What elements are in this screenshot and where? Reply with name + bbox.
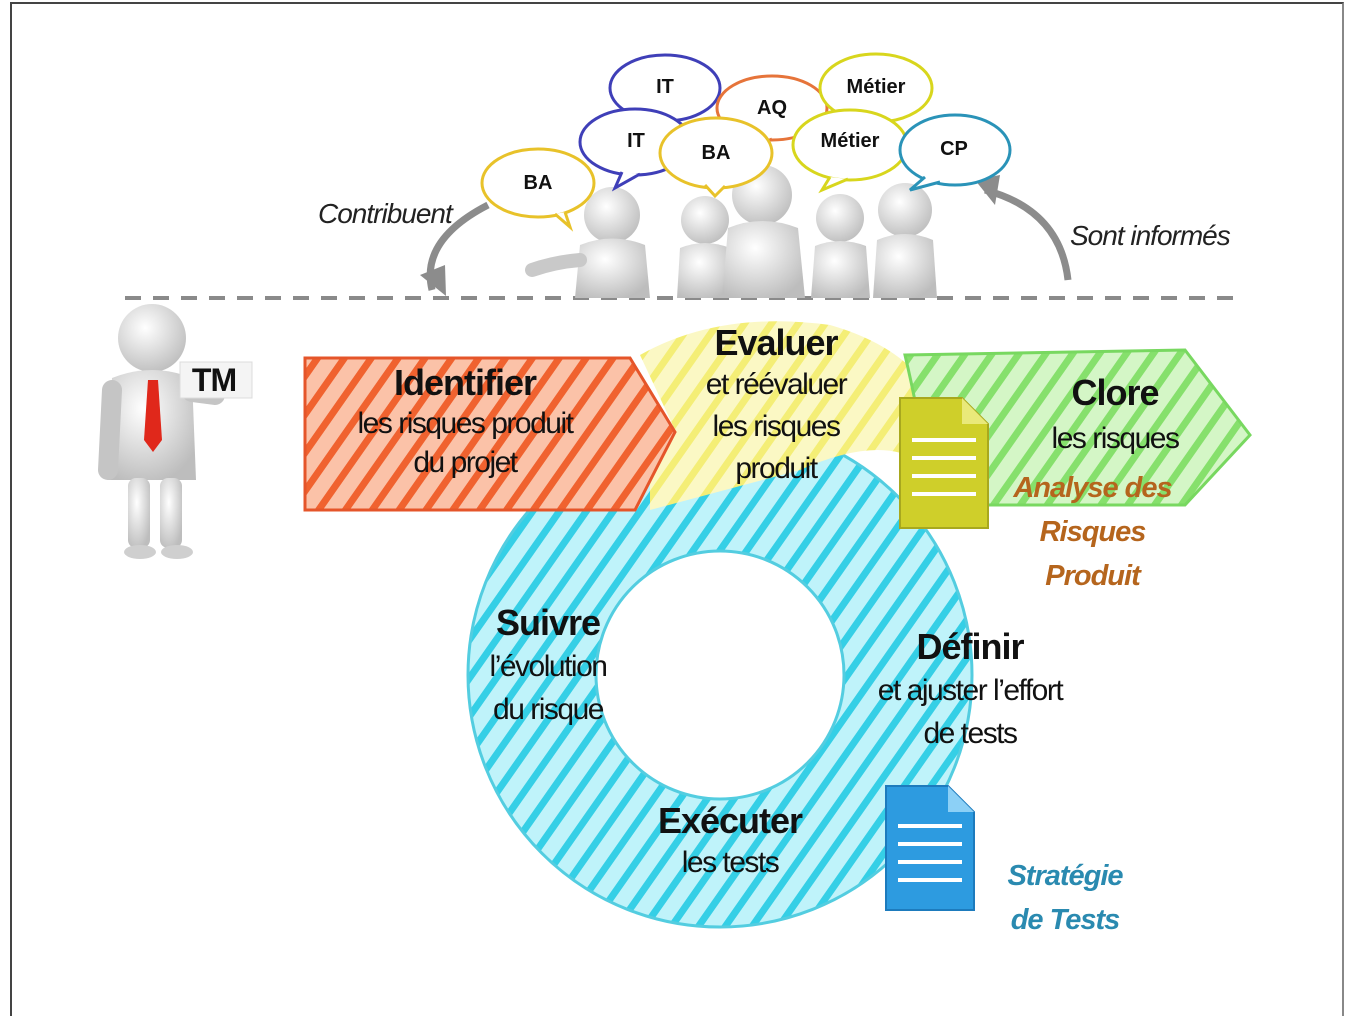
test-strategy-label: Stratégie de Tests bbox=[990, 854, 1140, 942]
bubble-ba-center: BA bbox=[701, 142, 731, 164]
step-follow-line-1: l’évolution bbox=[489, 650, 608, 683]
contribute-label: Contribuent bbox=[318, 198, 453, 229]
step-identify-line-1: les risques produit bbox=[357, 407, 574, 440]
test-strategy-line-1: Stratégie bbox=[1007, 860, 1123, 892]
step-define-line-1: et ajuster l’effort bbox=[877, 674, 1064, 707]
bubble-metier-top: Métier bbox=[846, 76, 906, 98]
informed-label: Sont informés bbox=[1070, 220, 1231, 251]
step-evaluate-line-3: produit bbox=[735, 452, 818, 485]
step-close-title: Clore bbox=[1071, 372, 1159, 413]
bubble-ba-left: BA bbox=[523, 172, 553, 194]
step-evaluate-line-2: les risques bbox=[712, 410, 841, 443]
identify-arrow-shape bbox=[303, 356, 677, 512]
risk-analysis-line-2: Risques bbox=[1039, 516, 1147, 548]
test-strategy-document-icon bbox=[885, 785, 975, 911]
step-identify-line-2: du projet bbox=[413, 446, 518, 479]
test-manager-figure bbox=[98, 304, 253, 559]
diagram-frame bbox=[10, 2, 1344, 1016]
step-execute-line-1: les tests bbox=[681, 846, 780, 879]
step-define: Définir et ajuster l’effort de tests bbox=[850, 626, 1090, 754]
step-follow-title: Suivre bbox=[495, 602, 601, 643]
evaluate-shape bbox=[640, 321, 930, 510]
risk-analysis-line-1: Analyse des bbox=[1013, 472, 1172, 504]
step-evaluate: Evaluer et réévaluer les risques produit bbox=[666, 322, 886, 490]
step-identify-title: Identifier bbox=[393, 362, 537, 403]
step-execute: Exécuter les tests bbox=[630, 800, 830, 884]
bubble-cp: CP bbox=[940, 138, 968, 160]
step-identify: Identifier les risques produit du projet bbox=[335, 362, 595, 482]
bubble-metier: Métier bbox=[820, 130, 880, 152]
informed-arrow bbox=[984, 186, 1072, 281]
step-define-line-2: de tests bbox=[923, 717, 1018, 750]
step-close: Clore les risques bbox=[1010, 372, 1220, 464]
step-execute-title: Exécuter bbox=[657, 800, 803, 841]
risk-analysis-line-3: Produit bbox=[1045, 560, 1141, 592]
risk-analysis-label: Analyse des Risques Produit bbox=[1000, 466, 1185, 598]
bubble-aq: AQ bbox=[757, 97, 787, 119]
test-strategy-line-2: de Tests bbox=[1010, 904, 1121, 936]
tm-badge: TM bbox=[191, 362, 237, 398]
speech-bubbles bbox=[480, 52, 1012, 232]
bubble-it-top: IT bbox=[656, 76, 674, 98]
step-evaluate-line-1: et réévaluer bbox=[705, 368, 848, 401]
risk-analysis-document-icon bbox=[899, 397, 989, 529]
bubble-it: IT bbox=[627, 130, 645, 152]
step-evaluate-title: Evaluer bbox=[714, 322, 838, 363]
stakeholder-group bbox=[525, 165, 937, 298]
step-follow-line-2: du risque bbox=[493, 693, 604, 726]
step-follow: Suivre l’évolution du risque bbox=[458, 602, 638, 730]
step-define-title: Définir bbox=[916, 626, 1024, 667]
step-close-line-1: les risques bbox=[1051, 422, 1180, 455]
